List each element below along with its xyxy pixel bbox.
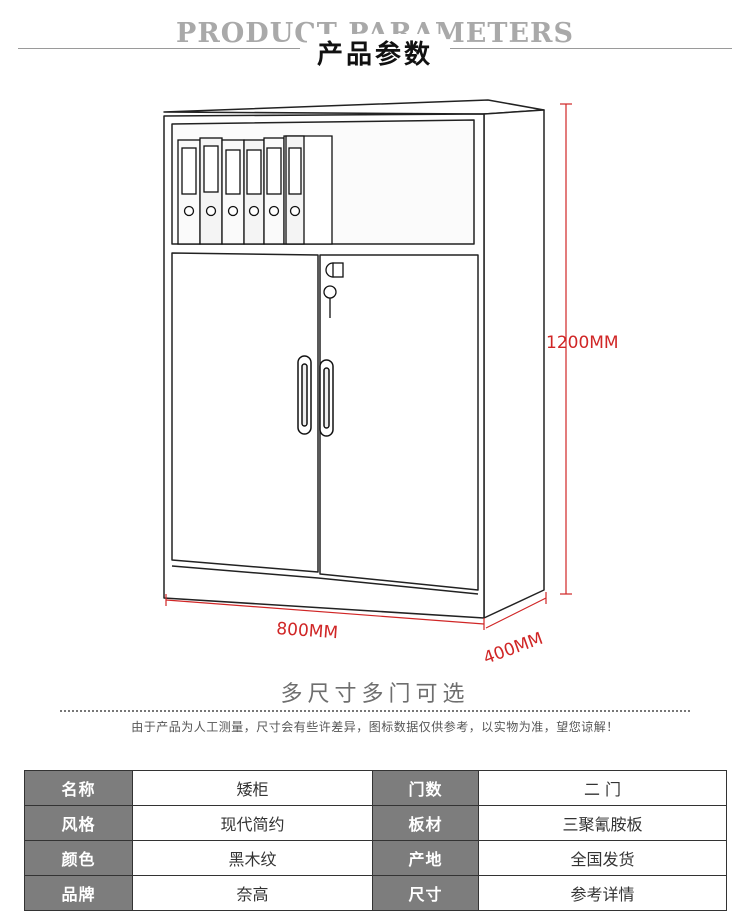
- header-divider-left: [18, 48, 300, 49]
- section-header: PRODUCT PARAMETERS 产品参数: [0, 0, 750, 80]
- spec-label: 名称: [24, 770, 133, 806]
- spec-value: 三聚氰胺板: [478, 805, 727, 841]
- spec-label: 品牌: [24, 875, 133, 911]
- height-dimension-label: 1200MM: [546, 333, 619, 353]
- table-row: 名称 矮柜 门数 二 门: [24, 770, 727, 806]
- spec-label: 门数: [372, 770, 479, 806]
- table-row: 风格 现代简约 板材 三聚氰胺板: [24, 805, 727, 841]
- width-dimension-line: [165, 599, 485, 625]
- spec-value: 二 门: [478, 770, 727, 806]
- dotted-divider: [60, 710, 690, 712]
- spec-value: 全国发货: [478, 840, 727, 876]
- depth-dimension-line: [485, 597, 547, 629]
- right-door-handle: [319, 359, 334, 437]
- cabinet-illustration: 1200MM 800MM 400MM: [163, 99, 619, 669]
- header-chinese-title-wrap: 产品参数: [0, 34, 750, 71]
- spec-label: 产地: [372, 840, 479, 876]
- cabinet-side-panel: [483, 109, 545, 619]
- spec-value: 参考详情: [478, 875, 727, 911]
- cabinet-right-door: [319, 254, 479, 591]
- spec-value: 奈高: [132, 875, 373, 911]
- binder-3: [221, 139, 245, 245]
- cabinet-plinth: [171, 565, 479, 595]
- cabinet-top: [163, 99, 545, 115]
- binder-4: [243, 139, 265, 245]
- binder-1: [177, 139, 201, 245]
- spec-label: 尺寸: [372, 875, 479, 911]
- depth-dimension-label: 400MM: [481, 629, 546, 669]
- spec-label: 风格: [24, 805, 133, 841]
- spec-label: 板材: [372, 805, 479, 841]
- binder-6: [283, 135, 333, 245]
- spec-value: 现代简约: [132, 805, 373, 841]
- width-dimension-label: 800MM: [276, 619, 339, 643]
- binder-5: [263, 137, 285, 245]
- spec-value: 黑木纹: [132, 840, 373, 876]
- header-chinese-title: 产品参数: [306, 34, 443, 71]
- spec-label: 颜色: [24, 840, 133, 876]
- header-divider-right: [450, 48, 732, 49]
- left-door-handle: [297, 355, 312, 435]
- table-row: 颜色 黑木纹 产地 全国发货: [24, 840, 727, 876]
- measurement-note: 由于产品为人工测量，尺寸会有些许差异，图标数据仅供参考，以实物为准，望您谅解！: [131, 720, 619, 734]
- table-row: 品牌 奈高 尺寸 参考详情: [24, 875, 727, 911]
- spec-table: 名称 矮柜 门数 二 门 风格 现代简约 板材 三聚氰胺板 颜色 黑木纹 产地 …: [24, 770, 727, 911]
- variants-text: 多尺寸多门可选: [280, 682, 470, 707]
- spec-value: 矮柜: [132, 770, 373, 806]
- cabinet-left-door: [171, 252, 319, 573]
- lock-icon: [323, 262, 344, 318]
- binder-2: [199, 137, 223, 245]
